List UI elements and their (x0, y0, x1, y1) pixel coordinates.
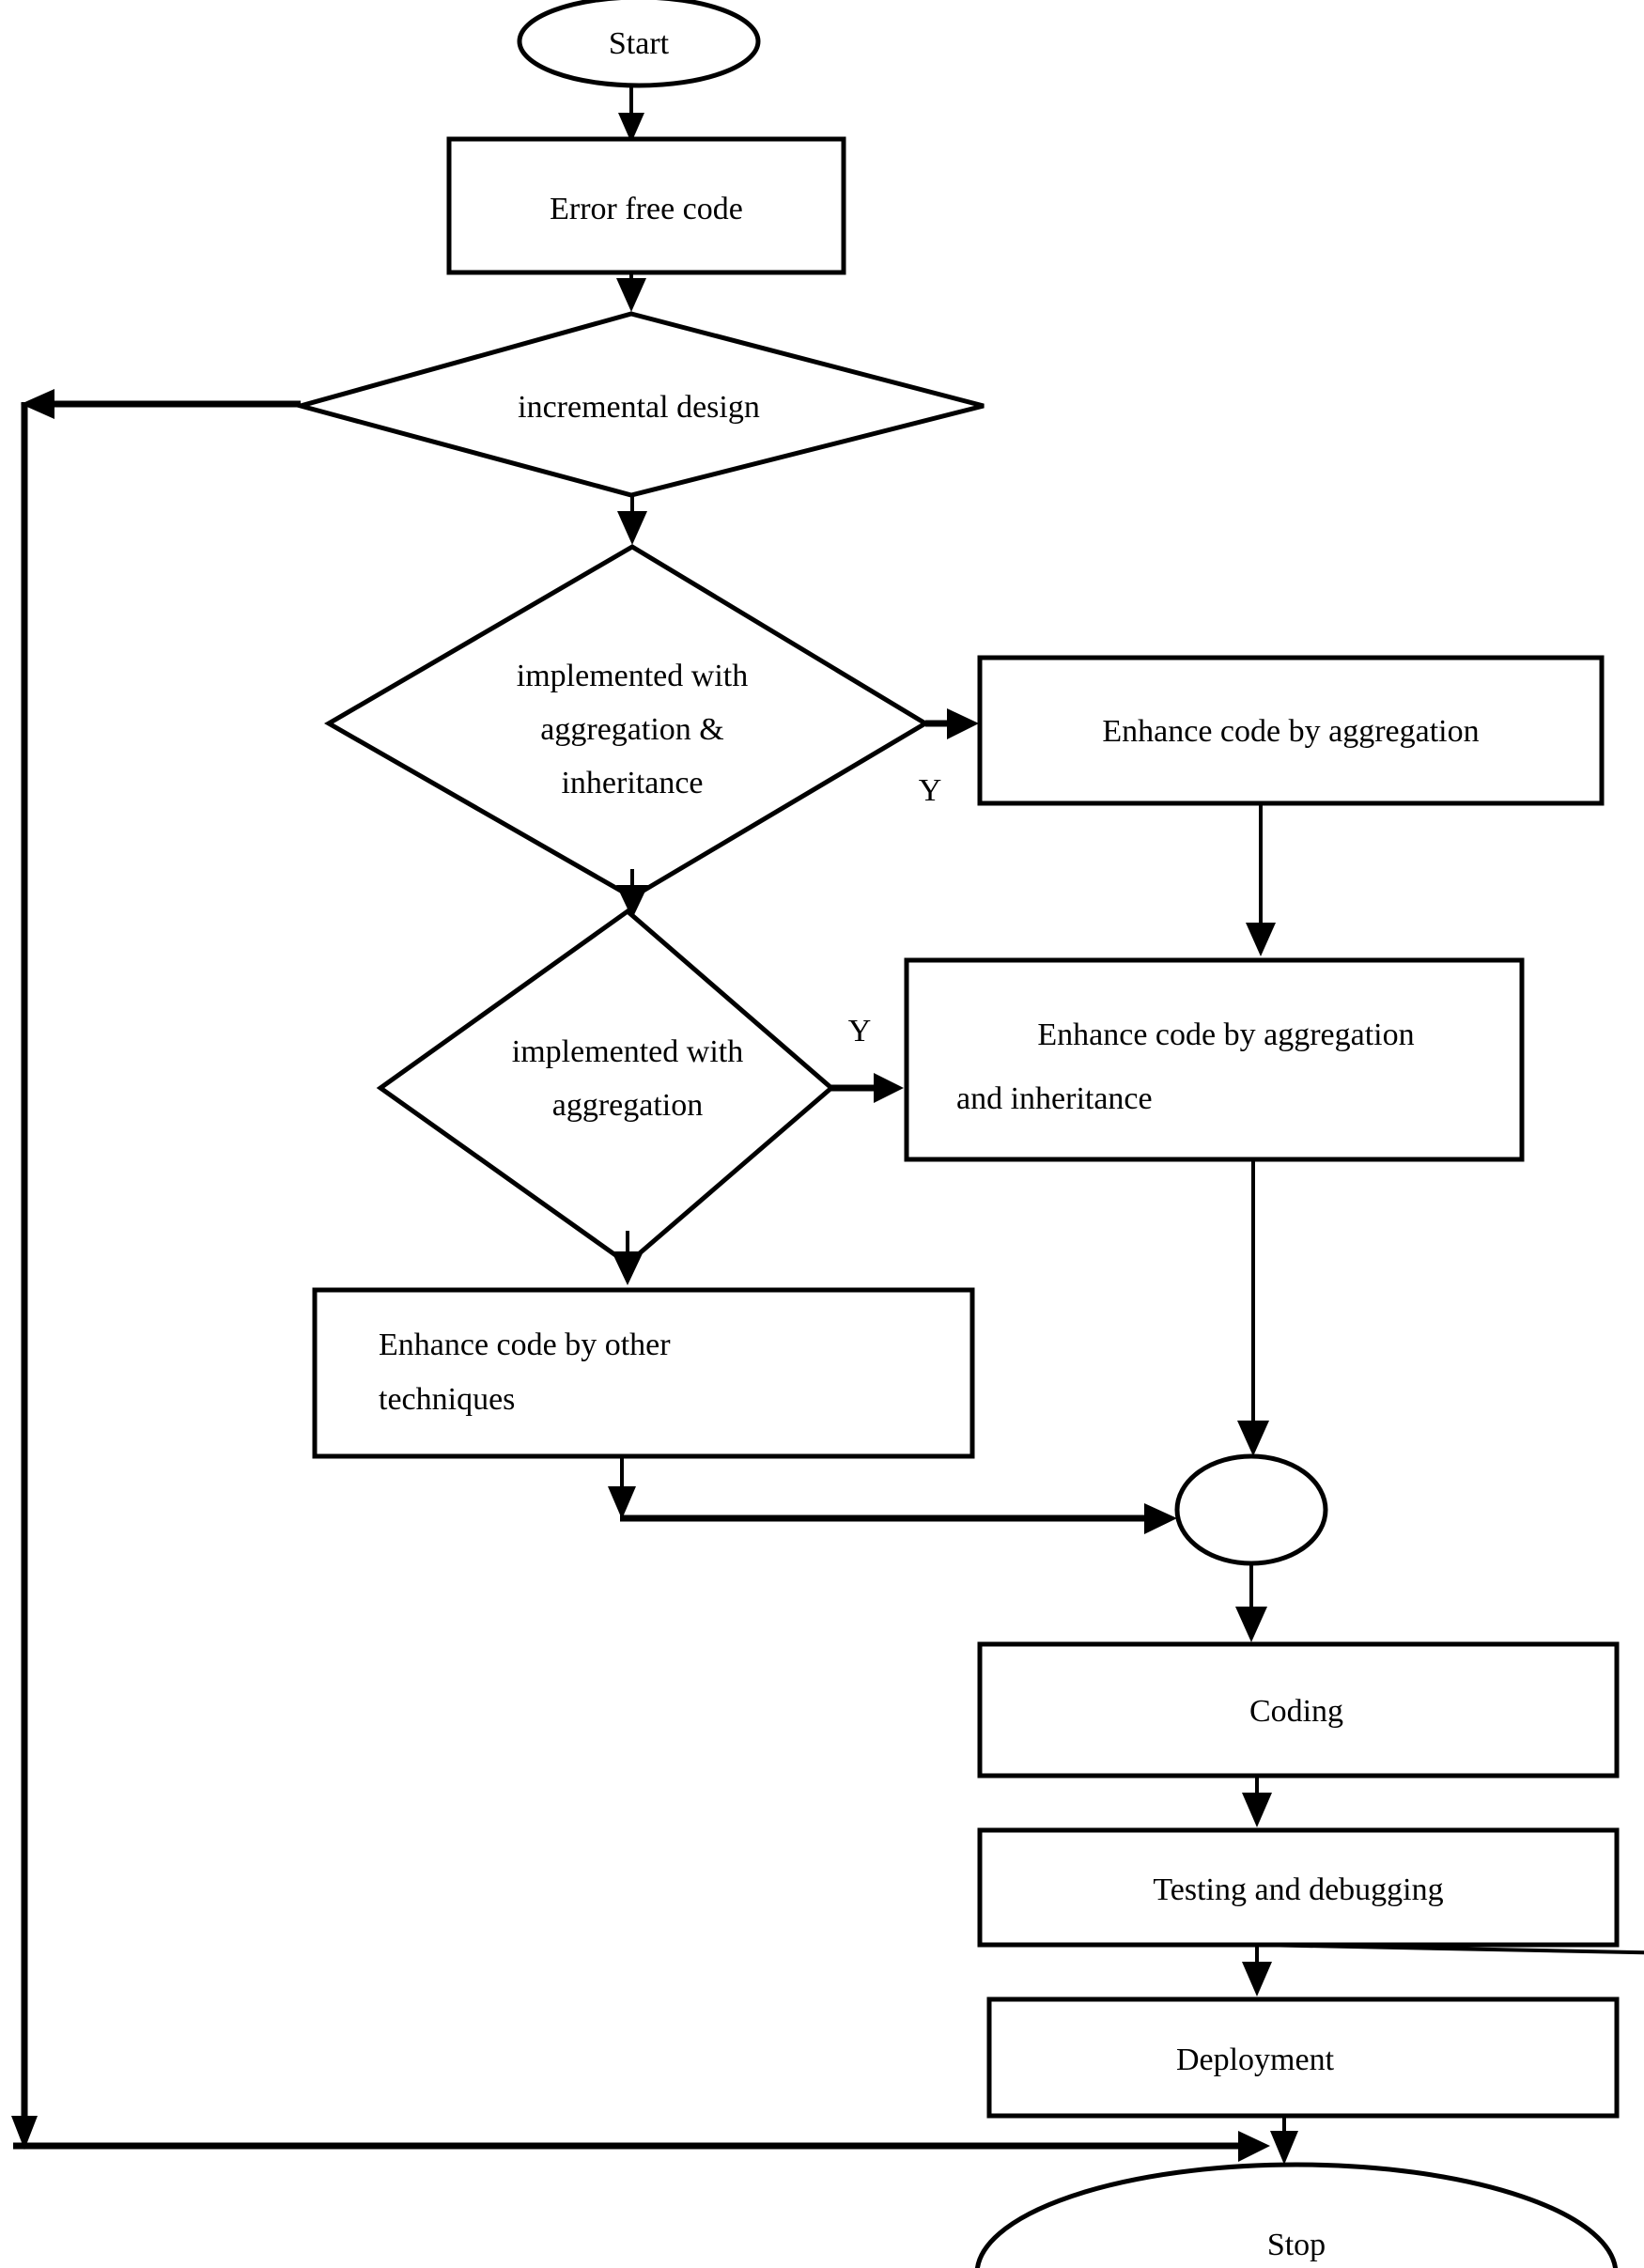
error-free-code-box-shape (446, 136, 846, 275)
start-ellipse-shape (517, 0, 761, 88)
enhance-other-label-line2: techniques (379, 1382, 515, 1417)
node-coding: Coding (977, 1641, 1620, 1779)
enhance-aggregation-label: Enhance code by aggregation (1102, 714, 1479, 749)
edge-enh-agg-to-enh-agg-inh (1246, 803, 1276, 956)
incremental-design-label: incremental design (518, 390, 760, 425)
enhance-aggregation-inheritance-box-shape (904, 957, 1525, 1162)
impl-agg-inh-label-line1: implemented with (517, 659, 748, 693)
impl-agg-inh-label-line2: aggregation & (540, 712, 723, 747)
edge-start-to-error-free (618, 85, 644, 143)
enhance-other-box-shape (312, 1287, 975, 1459)
edge-error-free-to-incremental (616, 272, 646, 312)
edge-deployment-to-stop (1270, 2116, 1298, 2165)
edge-merge-to-coding (1235, 1563, 1267, 1642)
node-implemented-aggregation: implemented with aggregation (376, 908, 835, 1267)
edge-impl-agg-to-enh-other (612, 1231, 644, 1285)
impl-agg-label-line1: implemented with (512, 1034, 743, 1069)
node-deployment: Deployment (986, 1996, 1620, 2119)
node-enhance-code-aggregation-inheritance: Enhance code by aggregation and inherita… (904, 957, 1525, 1162)
edge-impl-agg-inh-to-impl-agg (616, 869, 648, 919)
node-error-free-code: Error free code (446, 136, 846, 275)
node-start: Start (517, 0, 761, 88)
testing-debugging-label: Testing and debugging (1153, 1872, 1443, 1907)
edge-coding-to-testing (1242, 1776, 1272, 1827)
edge-testing-to-deployment (1242, 1943, 1644, 1996)
enhance-aggregation-box-shape (977, 655, 1605, 806)
enhance-other-label-line1: Enhance code by other (379, 1328, 671, 1362)
edge-impl-agg-inh-yes: Y (919, 708, 979, 808)
edge-impl-agg-yes: Y (831, 1014, 904, 1103)
impl-agg-inh-label-line3: inheritance (561, 766, 703, 800)
edge-enh-agg-inh-to-merge (1237, 1159, 1269, 1456)
branch-label-agg-yes: Y (848, 1014, 872, 1049)
edge-enh-other-to-merge (608, 1456, 1177, 1534)
node-incremental-design: incremental design (291, 311, 985, 498)
testing-debugging-box-shape (977, 1827, 1620, 1948)
coding-label: Coding (1249, 1694, 1343, 1729)
node-enhance-code-other-techniques: Enhance code by other techniques (312, 1287, 975, 1459)
node-enhance-code-aggregation: Enhance code by aggregation (977, 655, 1605, 806)
node-testing-debugging: Testing and debugging (977, 1827, 1620, 1948)
node-merge-connector (1174, 1453, 1328, 1566)
branch-label-agg-inh-yes: Y (919, 773, 942, 808)
deployment-box-shape (986, 1996, 1620, 2119)
stop-ellipse-shape (975, 2162, 1618, 2268)
node-implemented-aggregation-inheritance: implemented with aggregation & inheritan… (324, 544, 930, 900)
error-free-code-label: Error free code (550, 192, 743, 226)
impl-agg-label-line2: aggregation (552, 1088, 704, 1123)
enhance-agg-inh-label-line1: Enhance code by aggregation (1037, 1017, 1414, 1052)
merge-connector-shape (1174, 1453, 1328, 1566)
coding-box-shape (977, 1641, 1620, 1779)
stop-label: Stop (1267, 2228, 1326, 2262)
node-stop: Stop (975, 2162, 1618, 2268)
edge-left-feedback-loop (11, 402, 1270, 2162)
edge-incremental-to-left-loop (21, 389, 301, 419)
edge-incremental-to-impl-agg-inh (617, 495, 647, 545)
deployment-label: Deployment (1176, 2043, 1335, 2077)
enhance-agg-inh-label-line2: and inheritance (956, 1081, 1153, 1116)
start-label: Start (609, 26, 670, 61)
